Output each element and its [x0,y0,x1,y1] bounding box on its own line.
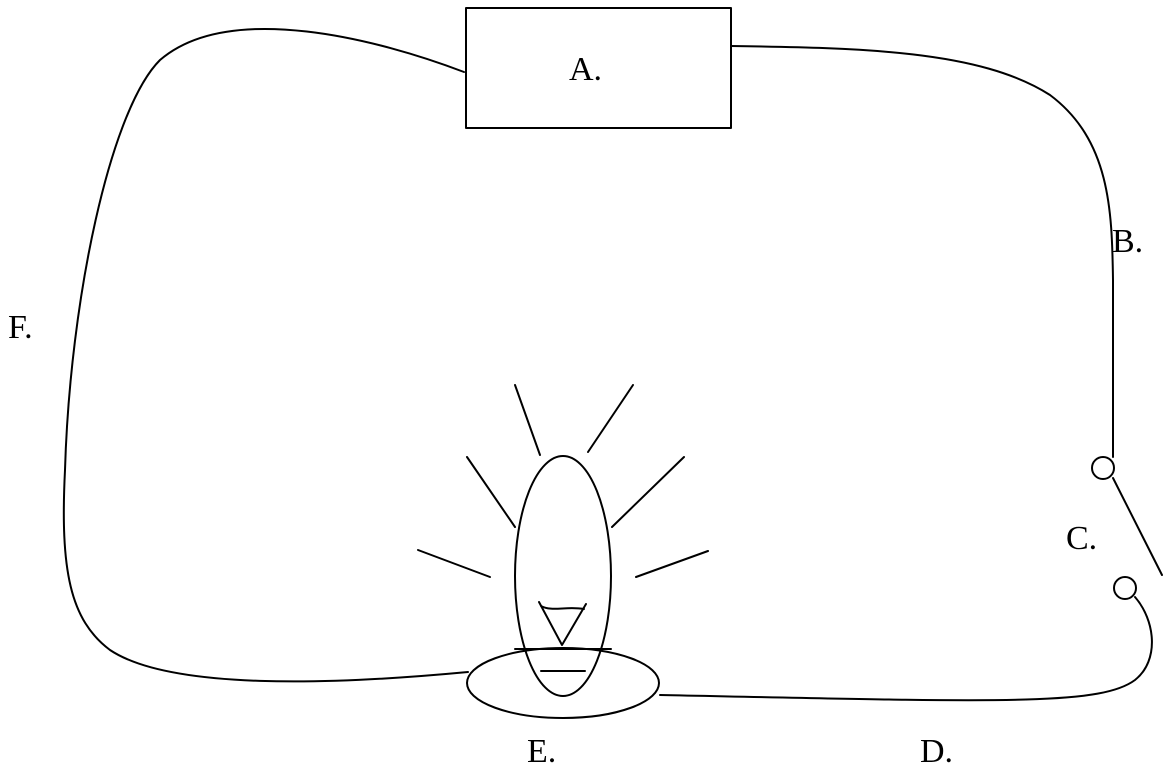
bulb-glass [514,455,612,697]
wire-right [730,45,1114,458]
bulb-base [466,647,660,719]
switch-lever [1112,477,1163,576]
switch-terminal-bottom [1113,576,1137,600]
bulb-rays [417,384,709,578]
label-bulb: E. [527,733,556,770]
wire-bottom [659,596,1153,702]
label-battery: A. [569,51,602,88]
label-wire-bottom: D. [920,733,953,770]
label-switch: C. [1066,520,1097,557]
label-wire-left: F. [8,309,33,346]
wire-left [62,28,469,683]
label-wire-right: B. [1112,223,1143,260]
bulb-filament [538,601,587,646]
battery-box [465,7,732,129]
switch-terminal-top [1091,456,1115,480]
